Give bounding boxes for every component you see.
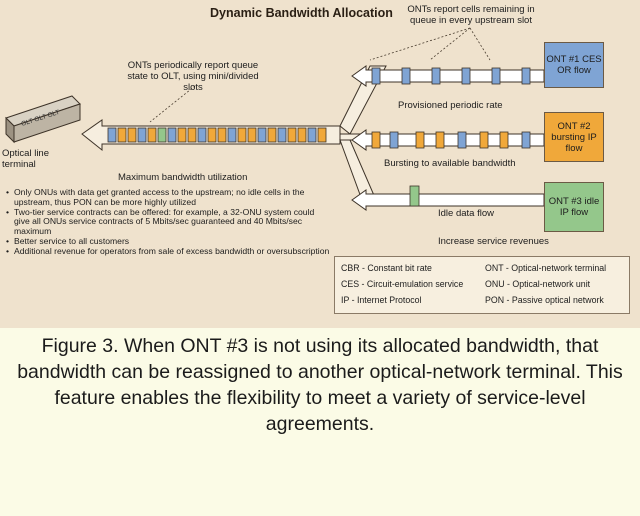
trunk-cell [127, 127, 137, 143]
trunk-cell [287, 127, 297, 143]
figure-caption: Figure 3. When ONT #3 is not using its a… [17, 335, 623, 435]
ont2-cell [415, 131, 425, 149]
ont3-cell [409, 185, 420, 207]
caption-panel [0, 328, 640, 516]
trunk-cell [107, 127, 117, 143]
trunk-cells [107, 127, 327, 143]
trunk-cell [297, 127, 307, 143]
ont-3-box: ONT #3 idle IP flow [544, 182, 604, 232]
olt-label: Optical line terminal [2, 148, 49, 170]
ont3-flow-arrow [351, 189, 545, 211]
legend-item: ONT - Optical-network terminal [485, 263, 607, 273]
benefit-item: Two-tier service contracts can be offere… [6, 207, 331, 237]
periodic-line [149, 85, 196, 123]
increase-revenues-label: Increase service revenues [438, 236, 549, 247]
ont1-cell [461, 67, 471, 85]
trunk-cell [177, 127, 187, 143]
trunk-cell [157, 127, 167, 143]
trunk-cell [147, 127, 157, 143]
ont2-cell [521, 131, 531, 149]
trunk-cell [227, 127, 237, 143]
ont2-cell [371, 131, 381, 149]
ont2-cell [457, 131, 467, 149]
legend-item: CES - Circuit-emulation service [341, 279, 464, 289]
trunk-cell [117, 127, 127, 143]
benefit-item: Additional revenue for operators from sa… [6, 246, 331, 257]
ont-3-label: ONT #3 idle IP flow [548, 196, 600, 218]
trunk-cell [277, 127, 287, 143]
trunk-cell [137, 127, 147, 143]
legend-item: ONU - Optical-network unit [485, 279, 591, 289]
trunk-cell [317, 127, 327, 143]
ont1-cell [431, 67, 441, 85]
report-line-3 [469, 27, 491, 61]
ont-1-box: ONT #1 CES OR flow [544, 42, 604, 88]
ont1-cell [521, 67, 531, 85]
ont-1-label: ONT #1 CES OR flow [546, 54, 602, 76]
legend-item: IP - Internet Protocol [341, 295, 422, 305]
trunk-cell [257, 127, 267, 143]
trunk-cell [197, 127, 207, 143]
trunk-cell [247, 127, 257, 143]
bursting-label: Bursting to available bandwidth [384, 158, 516, 169]
idle-flow-label: Idle data flow [438, 208, 494, 219]
max-utilization-label: Maximum bandwidth utilization [118, 172, 248, 183]
trunk-cell [187, 127, 197, 143]
trunk-cell [307, 127, 317, 143]
benefit-item: Better service to all customers [6, 236, 331, 247]
olt-device: OLT OLT OLT [5, 95, 81, 144]
benefit-item: Only ONUs with data get granted access t… [6, 187, 331, 208]
ont2-cell [435, 131, 445, 149]
trunk-cell [267, 127, 277, 143]
report-line-1 [369, 27, 471, 61]
flow-arrows [351, 65, 545, 211]
ont2-flow-arrow [351, 129, 545, 151]
trunk-cell [207, 127, 217, 143]
trunk-cell [167, 127, 177, 143]
legend-item: CBR - Constant bit rate [341, 263, 432, 273]
abbreviation-legend: CBR - Constant bit rate CES - Circuit-em… [334, 256, 630, 314]
provisioned-rate-label: Provisioned periodic rate [398, 100, 503, 111]
ont1-cell [371, 67, 381, 85]
note-report-queue: ONTs report cells remaining in queue in … [407, 4, 535, 26]
legend-item: PON - Passive optical network [485, 295, 604, 305]
ont2-cell [389, 131, 399, 149]
ont2-cell [479, 131, 489, 149]
note-periodic-report: ONTs periodically report queue state to … [127, 60, 259, 93]
diagram-graphics: OLT OLT OLT [5, 27, 545, 211]
diagram-title: Dynamic Bandwidth Allocation [210, 6, 393, 20]
trunk-cell [237, 127, 247, 143]
report-line-2 [429, 27, 471, 61]
flow-cells [371, 67, 531, 207]
ont-2-label: ONT #2 bursting IP flow [551, 120, 597, 154]
ont-2-box: ONT #2 bursting IP flow [544, 112, 604, 162]
trunk-cell [217, 127, 227, 143]
ont1-cell [491, 67, 501, 85]
ont1-cell [401, 67, 411, 85]
ont2-cell [499, 131, 509, 149]
benefits-list: Only ONUs with data get granted access t… [6, 187, 331, 257]
